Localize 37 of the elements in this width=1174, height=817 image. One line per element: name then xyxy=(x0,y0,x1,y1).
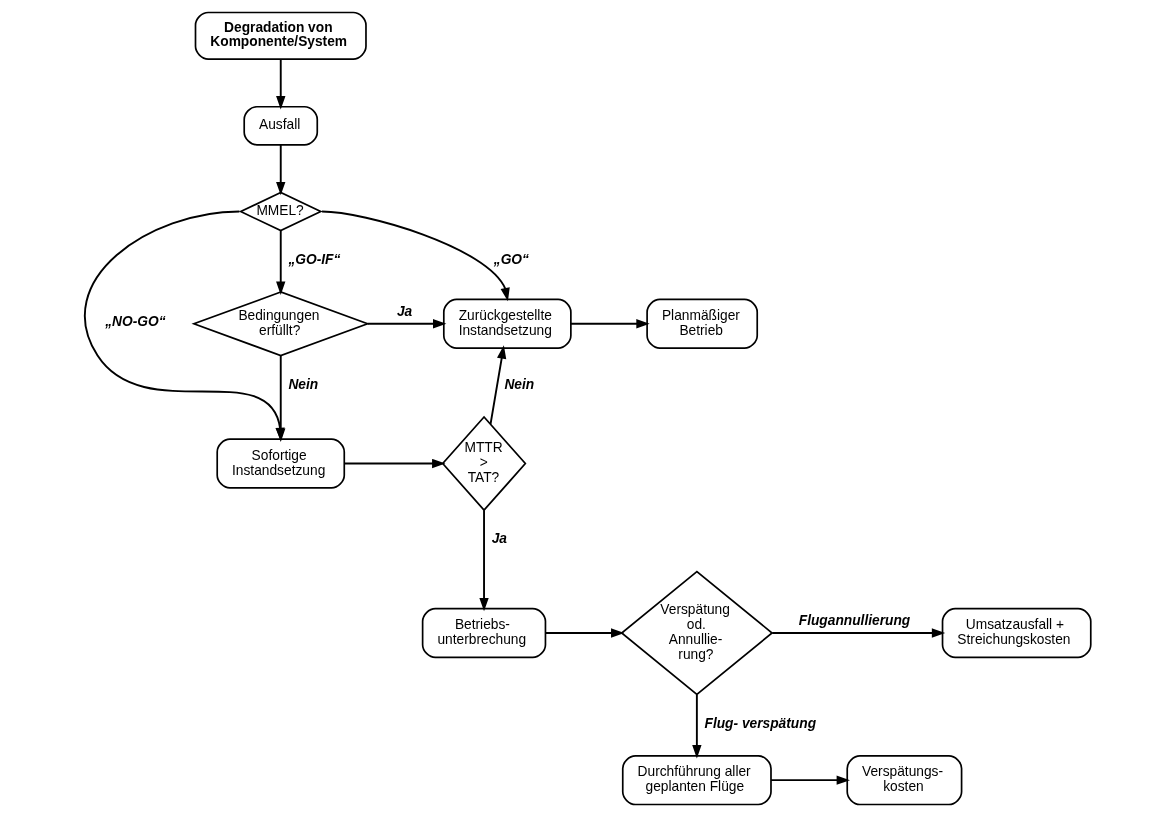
arrow xyxy=(275,58,285,110)
edge-label: „GO“ xyxy=(493,251,529,267)
node-box: Sofortige Instandsetzung xyxy=(215,438,345,489)
edge-label: Ja xyxy=(491,531,507,547)
arrow xyxy=(691,693,702,759)
arrow xyxy=(342,458,445,469)
node-box: Planmäßiger Betrieb xyxy=(645,298,758,349)
arrow xyxy=(478,509,489,612)
arrow xyxy=(83,210,285,442)
arrow xyxy=(366,319,446,329)
edge-label: „NO-GO“ xyxy=(104,314,166,330)
node-box: Ausfall xyxy=(242,105,318,146)
arrow xyxy=(769,775,850,785)
node-box: Durchführung aller geplanten Flüge xyxy=(621,754,772,806)
edge-label: „GO-IF“ xyxy=(287,251,340,267)
arrow xyxy=(275,144,285,196)
node-box: Umsatzausfall + Streichungskosten xyxy=(941,607,1092,659)
arrow xyxy=(275,229,285,295)
arrow xyxy=(770,628,945,638)
edge-label: Nein xyxy=(503,376,534,392)
edge-label: Nein xyxy=(287,376,318,392)
node-diamond: MTTR > TAT? xyxy=(441,415,526,512)
edge-label: Flugannullierung xyxy=(798,612,910,628)
node-diamond: Bedingungen erfüllt? xyxy=(190,291,370,357)
arrow xyxy=(569,319,650,329)
node-box: Degradation von Komponente/System xyxy=(194,11,367,60)
edge-label: Ja xyxy=(396,303,412,319)
arrow xyxy=(489,345,506,426)
edge-label: Flug- verspätung xyxy=(703,715,816,731)
node-box: Verspätungs- kosten xyxy=(845,754,962,806)
node-box: Betriebs- unterbrechung xyxy=(421,607,546,659)
node-diamond: Verspätung od. Annullie- rung? xyxy=(619,570,773,696)
node-diamond: MMEL? xyxy=(238,191,323,232)
arrow xyxy=(544,628,624,638)
node-box: Zurückgestellte Instandsetzung xyxy=(442,298,572,349)
arrow xyxy=(275,354,285,442)
arrow xyxy=(320,210,510,302)
